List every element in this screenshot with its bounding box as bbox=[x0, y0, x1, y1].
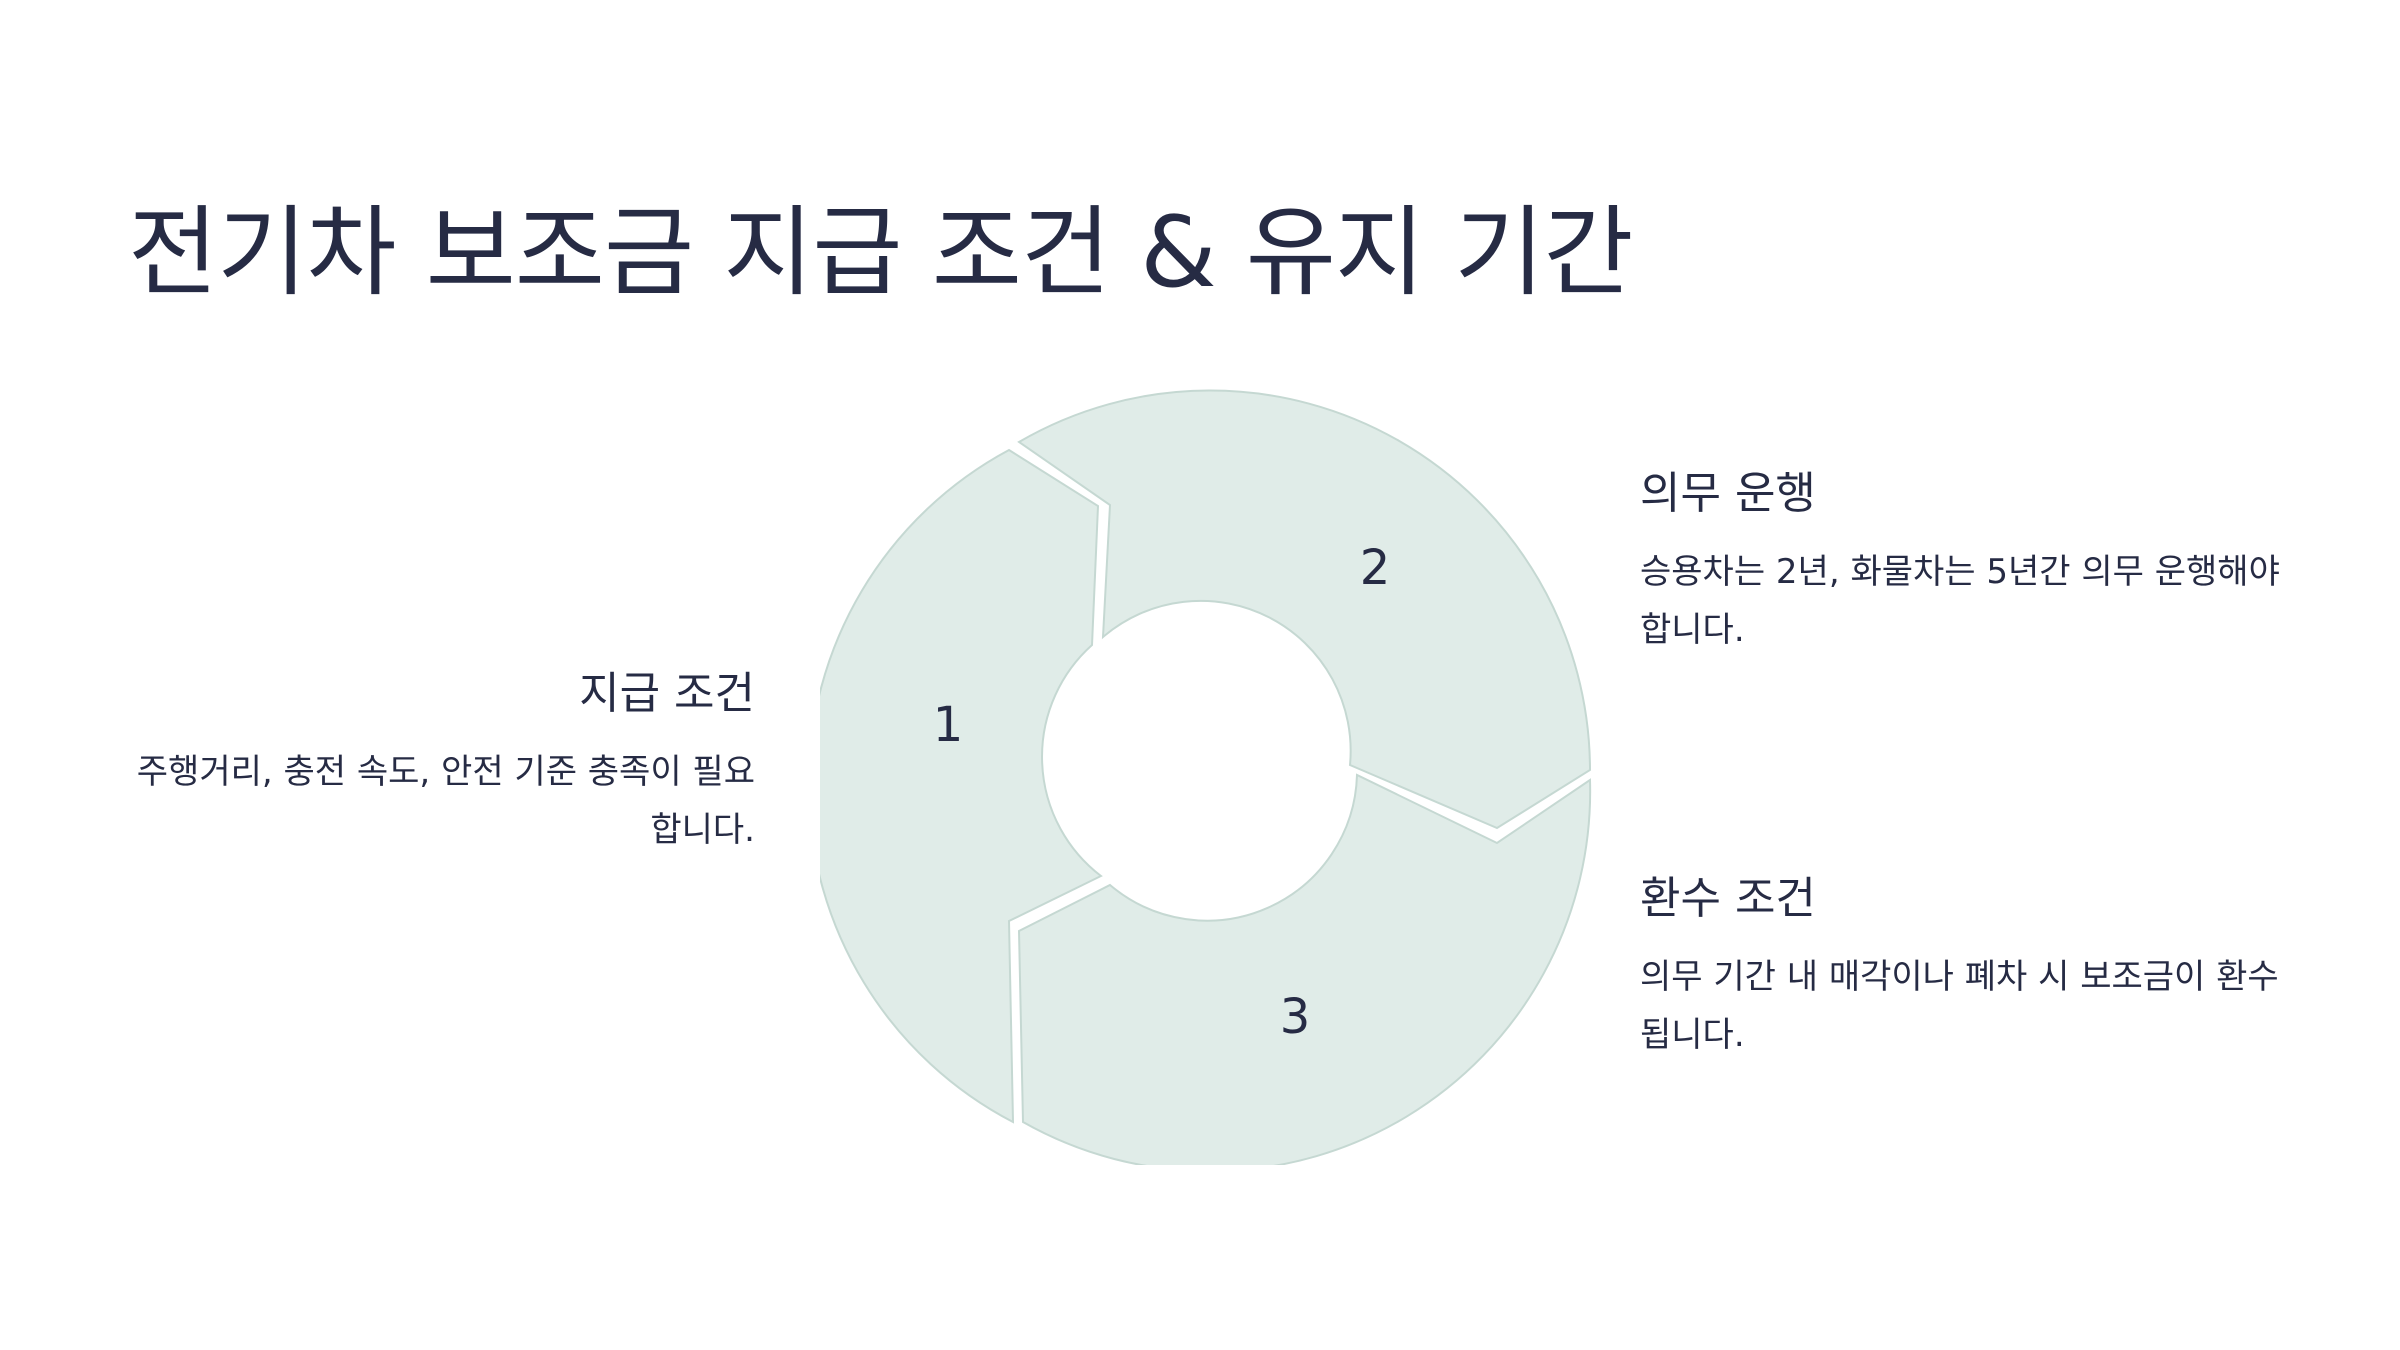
step-3-description: 의무 기간 내 매각이나 폐차 시 보조금이 환수됩니다. bbox=[1640, 956, 2279, 1055]
cycle-segment-1 bbox=[820, 448, 1103, 1124]
step-2-callout: 의무 운행 승용차는 2년, 화물차는 5년간 의무 운행해야 합니다. bbox=[1640, 468, 2280, 659]
slide-title: 전기차 보조금 지급 조건 & 유지 기간 bbox=[128, 196, 1634, 310]
step-3-heading: 환수 조건 bbox=[1640, 873, 1816, 924]
cycle-segment-2-number: 2 bbox=[1360, 540, 1391, 596]
cycle-segment-3 bbox=[1017, 773, 1592, 1165]
step-1-callout: 지급 조건 주행거리, 충전 속도, 안전 기준 충족이 필요합니다. bbox=[115, 668, 755, 859]
step-3-callout: 환수 조건 의무 기간 내 매각이나 폐차 시 보조금이 환수됩니다. bbox=[1640, 873, 2280, 1064]
step-2-heading: 의무 운행 bbox=[1640, 468, 1816, 519]
cycle-segment-1-number: 1 bbox=[933, 697, 964, 753]
cycle-segment-3-number: 3 bbox=[1280, 989, 1311, 1045]
cycle-segment-2 bbox=[1017, 389, 1592, 830]
step-1-heading: 지급 조건 bbox=[579, 668, 755, 719]
cycle-diagram: 1 2 3 bbox=[820, 385, 1600, 1165]
step-1-description: 주행거리, 충전 속도, 안전 기준 충족이 필요합니다. bbox=[136, 751, 755, 850]
step-2-description: 승용차는 2년, 화물차는 5년간 의무 운행해야 합니다. bbox=[1640, 551, 2280, 650]
